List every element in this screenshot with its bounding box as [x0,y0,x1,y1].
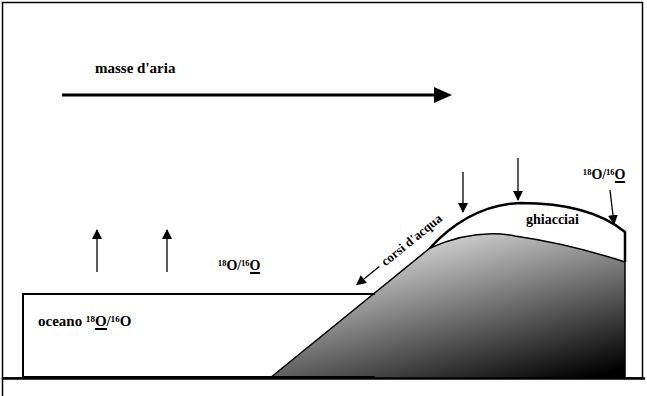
flow-arrow [357,266,380,284]
mountain [270,234,625,378]
underline-mark [250,272,261,274]
frame [3,3,643,379]
arrow-head [434,87,452,103]
label-text: oceano ¹⁸O/¹⁶O [38,313,131,330]
evaporation-arrow [166,230,167,272]
underline-mark [95,328,107,330]
air-arrow [62,94,438,97]
underline-mark [615,181,626,183]
label-text: masse d'aria [95,60,175,77]
ocean-box: oceano ¹⁸O/¹⁶O [22,293,375,378]
precipitation-arrow [462,172,463,212]
frame [2,378,4,396]
glacier-outline [430,203,625,262]
precipitation-arrow [517,158,518,200]
label-text: ghiacciai [526,212,579,228]
precipitation-arrow [610,190,614,224]
evaporation-arrow [96,230,97,272]
